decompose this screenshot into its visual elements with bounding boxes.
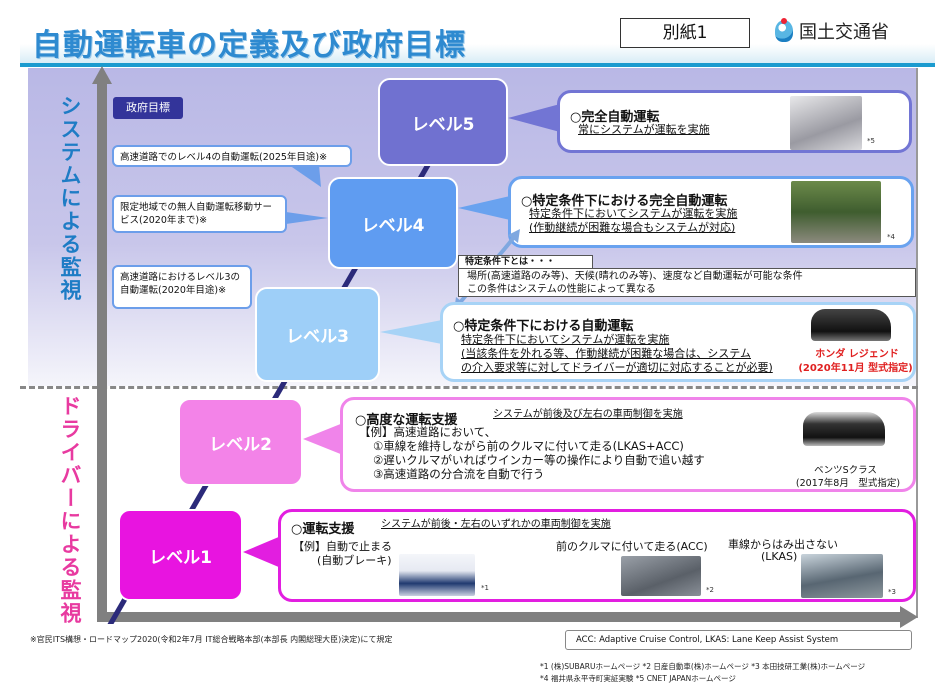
car-approval-date: (2017年8月 型式指定): [795, 478, 901, 489]
target-callout-level3-highway: 高速道路におけるレベル3の自動運転(2020年目途)※: [112, 265, 252, 309]
level-3-description: ○特定条件下における自動運転 特定条件下においてシステムが運転を実施 (当該条件…: [440, 302, 916, 382]
level-2-example-3: ③高速道路の分合流を自動で行う: [373, 467, 545, 481]
mercedes-s-class-image: [803, 412, 885, 446]
government-target-label: 政府目標: [113, 97, 183, 119]
source-note: *1: [481, 584, 489, 592]
subaru-eyesight-image: [399, 554, 475, 596]
example-acc: 前のクルマに付いて走る(ACC): [556, 540, 708, 553]
page-title: 自動運転車の定義及び政府目標: [32, 28, 466, 63]
condition-line-2: この条件はシステムの性能によって異なる: [467, 284, 656, 295]
level-2-box: レベル2: [178, 398, 303, 486]
car-approval-date: (2020年11月 型式指定): [798, 363, 913, 374]
title-bar-bg: [20, 44, 935, 64]
level-4-description: ○特定条件下における完全自動運転 特定条件下においてシステムが運転を実施 (作動…: [508, 176, 914, 248]
level-5-box: レベル5: [378, 78, 508, 166]
pointer-level1: [243, 536, 281, 568]
target-callout-level4-highway: 高速道路でのレベル4の自動運転(2025年目途)※: [112, 145, 352, 167]
condition-heading: 特定条件下とは・・・: [458, 255, 593, 269]
label-system-monitoring: システムによる監視: [58, 95, 82, 302]
level-3-title: ○特定条件下における自動運転: [453, 319, 634, 334]
government-target-footnote: ※官民ITS構想・ロードマップ2020(令和2年7月 IT総合戦略本部(本部長 …: [30, 635, 393, 644]
source-note: *4: [887, 233, 895, 241]
level-4-title: ○特定条件下における完全自動運転: [521, 194, 728, 209]
level-2-example-heading: 【例】高速道路において、: [359, 425, 497, 439]
level-3-line-3: の介入要求等に対してドライバーが適切に対応することが必要): [461, 361, 773, 374]
condition-line-1: 場所(高速道路のみ等)、天候(晴れのみ等)、速度など自動運転が可能な条件: [467, 271, 803, 282]
ministry-logo: 国土交通省: [775, 18, 889, 44]
upper-frame: [97, 68, 918, 388]
pointer-level5: [508, 104, 560, 132]
level-2-title: ○高度な運転支援: [355, 413, 458, 428]
example-auto-brake-sub: (自動ブレーキ): [317, 554, 392, 567]
callout-pointer: [286, 212, 328, 224]
source-note: *5: [867, 137, 875, 145]
level-1-description: ○運転支援 システムが前後・左右のいずれかの車両制御を実施 【例】自動で止まる …: [278, 509, 916, 602]
honda-legend-image: [811, 309, 891, 341]
level-3-line-1: 特定条件下においてシステムが運転を実施: [461, 333, 670, 346]
autonomous-interior-image: [790, 96, 862, 150]
x-axis-arrow-icon: [900, 606, 918, 628]
level-4-line-1: 特定条件下においてシステムが運転を実施: [529, 207, 738, 220]
pointer-level3: [380, 320, 442, 344]
source-note: *3: [888, 588, 896, 596]
pointer-level4: [458, 196, 510, 220]
car-name: ホンダ レジェンド: [815, 349, 899, 360]
ministry-name: 国土交通省: [799, 22, 889, 43]
honda-lkas-image: [801, 554, 883, 598]
level-2-example-1: ①車線を維持しながら前のクルマに付いて走る(LKAS+ACC): [373, 439, 684, 453]
level-4-box: レベル4: [328, 177, 458, 269]
shuttle-vehicle-image: [791, 181, 881, 243]
mlit-logo-icon: [775, 18, 793, 42]
level-2-description: ○高度な運転支援 システムが前後及び左右の車両制御を実施 【例】高速道路において…: [340, 397, 916, 492]
source-note: *2: [706, 586, 714, 594]
pointer-level2: [303, 423, 343, 455]
abbreviation-legend: ACC: Adaptive Cruise Control, LKAS: Lane…: [565, 630, 912, 650]
title-underline: [20, 63, 935, 67]
car-name: ベンツSクラス: [814, 465, 877, 476]
nissan-acc-image: [621, 556, 701, 596]
lower-frame: [97, 388, 918, 618]
annex-label: 別紙1: [620, 18, 750, 48]
label-driver-monitoring: ドライバーによる監視: [58, 395, 82, 625]
monitoring-divider: [20, 386, 918, 389]
level-1-title: ○運転支援: [291, 522, 355, 537]
level-2-example-2: ②遅いクルマがいればウインカー等の操作により自動で追い越す: [373, 453, 705, 467]
level-1-subtitle: システムが前後・左右のいずれかの車両制御を実施: [381, 519, 611, 530]
level-1-box: レベル1: [118, 509, 243, 601]
image-sources-line-2: *4 福井県永平寺町実証実験 *5 CNET JAPANホームページ: [540, 674, 736, 683]
target-callout-level4-service: 限定地域での無人自動運転移動サービス(2020年まで)※: [112, 195, 287, 233]
x-axis: [97, 612, 907, 622]
example-lkas: 車線からはみ出さない: [728, 538, 838, 551]
example-lkas-sub: (LKAS): [761, 550, 798, 563]
condition-definition: 場所(高速道路のみ等)、天候(晴れのみ等)、速度など自動運転が可能な条件 この条…: [458, 268, 916, 297]
level-3-box: レベル3: [255, 287, 380, 382]
level-2-subtitle: システムが前後及び左右の車両制御を実施: [493, 409, 683, 420]
level-4-line-2: (作動継続が困難な場合もシステムが対応): [529, 221, 736, 234]
level-5-description: ○完全自動運転 常にシステムが運転を実施 *5: [557, 90, 912, 153]
level-5-line: 常にシステムが運転を実施: [578, 123, 710, 136]
example-auto-brake: 【例】自動で止まる: [293, 540, 392, 553]
level-5-title: ○完全自動運転: [570, 110, 660, 125]
image-sources-line-1: *1 (株)SUBARUホームページ *2 日産自動車(株)ホームページ *3 …: [540, 662, 866, 671]
y-axis-arrow-icon: [92, 66, 112, 84]
level-3-line-2: (当該条件を外れる等、作動継続が困難な場合は、システム: [461, 347, 751, 360]
y-axis: [97, 80, 107, 620]
